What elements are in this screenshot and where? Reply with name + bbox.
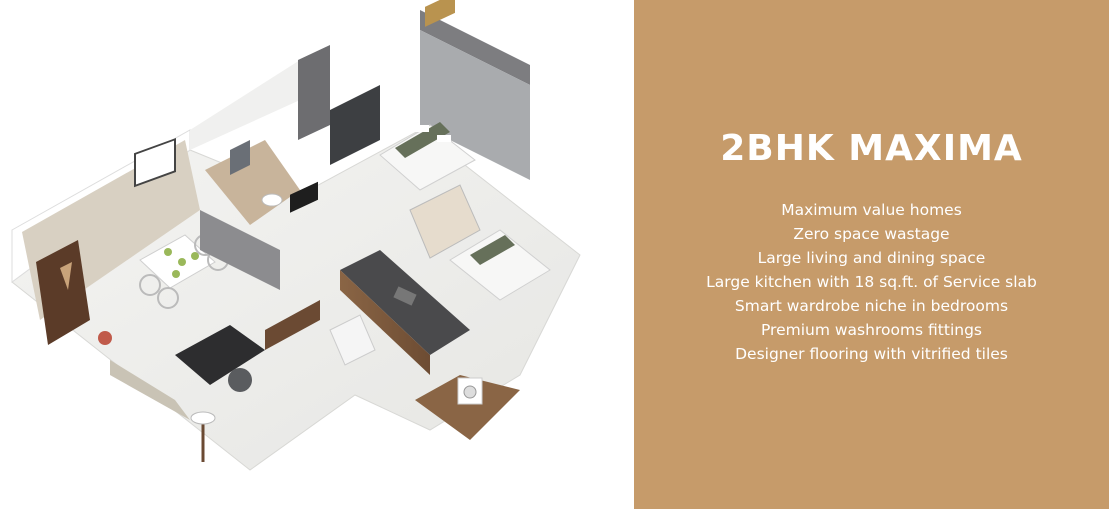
list-item: Designer flooring with vitrified tiles — [735, 345, 1008, 363]
floor-slab — [11, 129, 581, 471]
page-title: 2BHK MAXIMA — [720, 128, 1023, 169]
rug — [175, 325, 265, 385]
balcony-deck — [415, 375, 520, 440]
info-panel: 2BHK MAXIMA Maximum value homes Zero spa… — [634, 0, 1109, 509]
bed-2 — [449, 229, 551, 301]
list-item: Zero space wastage — [793, 225, 950, 243]
list-item: Large living and dining space — [757, 249, 986, 267]
door — [36, 240, 90, 345]
floorplan-illustration — [11, 0, 581, 471]
list-item: Smart wardrobe niche in bedrooms — [734, 297, 1009, 315]
list-item: Premium washrooms fittings — [760, 321, 983, 339]
bed-1 — [379, 124, 476, 191]
sofa — [110, 360, 190, 420]
list-item: Large kitchen with 18 sq.ft. of Service … — [706, 273, 1037, 291]
feature-list: Maximum value homes Zero space wastage L… — [634, 198, 1109, 366]
bedroom1-wall — [420, 30, 530, 180]
list-item: Maximum value homes — [781, 201, 962, 219]
floorplan-image — [11, 0, 581, 471]
